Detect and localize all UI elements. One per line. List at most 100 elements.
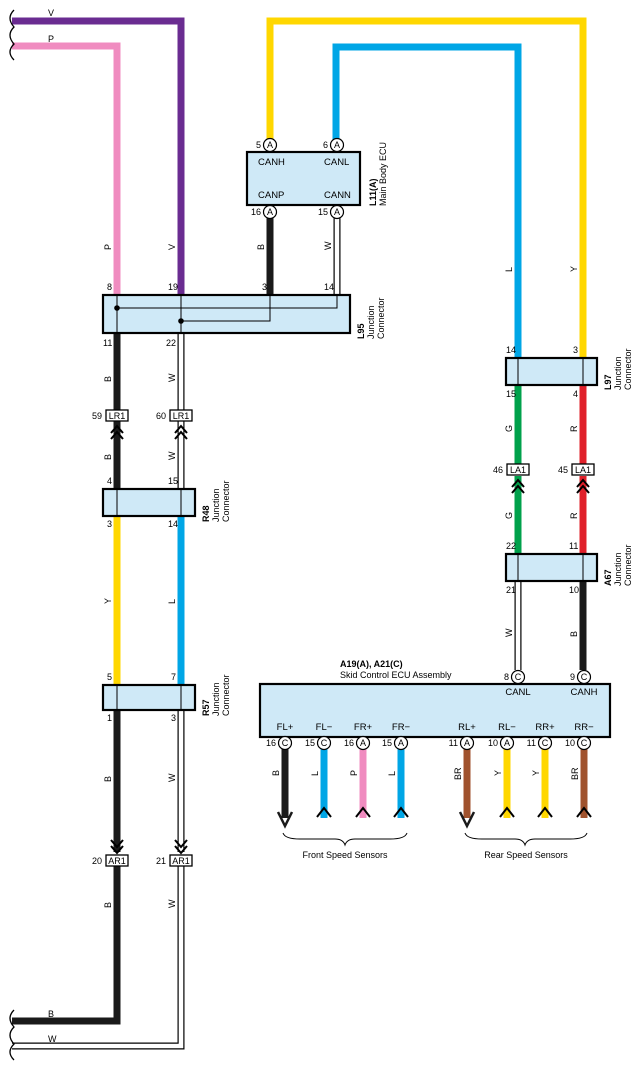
- r48-code: R48: [201, 505, 211, 522]
- la1-label-right: LA1: [575, 465, 591, 475]
- wire-yellow-top: [266, 17, 587, 358]
- wire-pink: [12, 42, 121, 295]
- l95-name-line2: Connector: [376, 297, 386, 339]
- la1-chevron-right: [576, 478, 590, 494]
- r48-pin-14: 14: [168, 519, 178, 529]
- skid-ecu-canh-label: CANH: [571, 687, 598, 698]
- rear-speed-sensors-label: Rear Speed Sensors: [484, 850, 568, 860]
- skid-pin-canl-conn: C: [515, 672, 522, 682]
- skid-control-ecu: A19(A), A21(C) Skid Control ECU Assembly…: [258, 659, 612, 751]
- ecu-pin-canp-circle: [262, 204, 278, 220]
- main-body-ecu: CANH CANL CANP CANN A 5 A 6 A 16 A 15 L1…: [245, 137, 388, 220]
- wl-w-ar1: W: [167, 899, 177, 908]
- terminal-label: RR+: [535, 722, 555, 733]
- r57-name-line2: Connector: [221, 674, 231, 716]
- ecu-pin-canh-circle: [262, 137, 278, 153]
- terminal-circle: [537, 735, 553, 751]
- terminal-label: RR−: [574, 722, 594, 733]
- wl-w-lr1-bot: W: [167, 451, 177, 460]
- r57-pin-5: 5: [107, 672, 112, 682]
- wl-sensor-8: BR: [570, 767, 580, 780]
- l97-name-line1: Junction: [613, 356, 623, 390]
- l95-internal-w: [117, 295, 338, 309]
- connector-lr1: LR1 LR1 59 60: [92, 409, 193, 440]
- terminal-conn: C: [321, 738, 328, 748]
- skid-pin-canl-circle: [510, 669, 526, 685]
- skid-pin-canh-conn: C: [581, 672, 588, 682]
- ecu-pin-cann-number: 15: [318, 207, 328, 217]
- terminal-circle: [316, 735, 332, 751]
- l97-code: L97: [603, 374, 613, 390]
- ar1-chevron-right: [174, 839, 188, 855]
- r48-box: [101, 487, 197, 518]
- ecu-pin-cann-circle: [329, 204, 345, 220]
- l95-splice-1: [114, 305, 120, 311]
- arrow-up-rr-plus: [537, 806, 553, 818]
- junction-connector-r48: 4 15 3 14 R48 Junction Connector: [101, 476, 231, 529]
- wl-w-r57: W: [167, 773, 177, 782]
- edge-label-w: W: [48, 1034, 57, 1044]
- terminal-pin: 16: [344, 738, 354, 748]
- skid-pin-canl-number: 8: [504, 672, 509, 682]
- ecu-name: Main Body ECU: [378, 142, 388, 206]
- arrow-up-fr-plus: [355, 806, 371, 818]
- r57-name-line1: Junction: [211, 682, 221, 716]
- wl-sensor-3: P: [349, 770, 359, 776]
- wl-r-top: R: [569, 425, 579, 432]
- wire-white-bottom: [12, 866, 184, 1049]
- l95-code: L95: [356, 323, 366, 339]
- wl-b-lr1-bot: B: [103, 454, 113, 460]
- bracket-rear: [464, 832, 588, 847]
- wl-b-ar1: B: [103, 902, 113, 908]
- l97-pin-14: 14: [506, 345, 516, 355]
- wl-g-top: G: [504, 425, 514, 432]
- r48-pin-15: 15: [168, 476, 178, 486]
- ar1-label-left: AR1: [108, 856, 126, 866]
- ar1-box-left: [105, 854, 129, 867]
- ecu-pin-cann-conn: A: [334, 207, 340, 217]
- r48-name-line2: Connector: [221, 480, 231, 522]
- ar1-label-right: AR1: [172, 856, 190, 866]
- la1-pin-45: 45: [558, 465, 568, 475]
- l97-pin-4: 4: [573, 389, 578, 399]
- lr1-label-right: LR1: [173, 411, 190, 421]
- l95-pin-14: 14: [324, 282, 334, 292]
- la1-label-left: LA1: [510, 465, 526, 475]
- break-symbol-bottom: [9, 1009, 15, 1061]
- l95-internal-b: [181, 295, 271, 322]
- a67-code: A67: [603, 569, 613, 586]
- la1-box-left: [506, 463, 530, 476]
- skid-terminal-fr-plus: FR+ A 16: [344, 722, 373, 751]
- terminal-pin: 15: [305, 738, 315, 748]
- skid-terminal-rr-plus: RR+ C 11: [527, 722, 555, 751]
- skid-pin-canh-circle: [576, 669, 592, 685]
- ecu-pin-canp-conn: A: [267, 207, 273, 217]
- wl-sensor-4: L: [387, 771, 397, 776]
- a67-name-line2: Connector: [623, 544, 633, 586]
- junction-connector-a67: 22 11 21 10 A67 Junction Connector: [504, 541, 633, 595]
- terminal-pin: 11: [449, 738, 458, 748]
- wl-p-l95: P: [103, 244, 113, 250]
- terminal-conn: C: [542, 738, 549, 748]
- terminal-pin: 11: [527, 738, 536, 748]
- terminal-conn: A: [504, 738, 510, 748]
- wl-w-ecu: W: [323, 241, 333, 250]
- l97-pin-15: 15: [506, 389, 516, 399]
- ar1-pin-20: 20: [92, 856, 102, 866]
- arrow-down-fl-plus: [276, 811, 294, 829]
- sensor-arrows: [276, 806, 592, 829]
- terminal-conn: C: [282, 738, 289, 748]
- connector-ar1: AR1 AR1 20 21: [92, 839, 193, 867]
- wl-b-ecu: B: [256, 244, 266, 250]
- terminal-conn: A: [398, 738, 404, 748]
- skid-ecu-canl-label: CANL: [505, 687, 530, 698]
- l95-pin-8: 8: [107, 282, 112, 292]
- terminal-circle: [459, 735, 475, 751]
- skid-pin-canh-number: 9: [570, 672, 575, 682]
- wl-y-right: Y: [569, 266, 579, 272]
- ecu-canh-label: CANH: [258, 157, 285, 168]
- wl-sensor-7: Y: [531, 770, 541, 776]
- skid-terminal-fr-minus: FR− A 15: [382, 722, 411, 751]
- arrow-up-rl-minus: [499, 806, 515, 818]
- terminal-pin: 16: [266, 738, 276, 748]
